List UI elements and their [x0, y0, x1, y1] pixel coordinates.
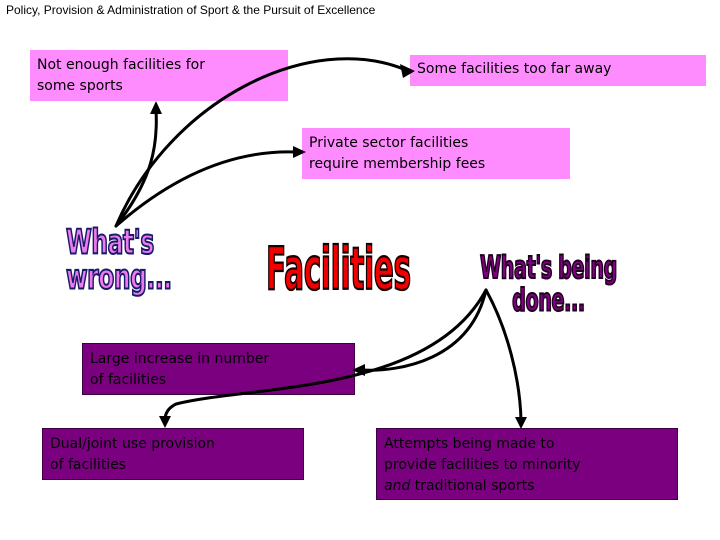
arrowhead-too-far — [400, 64, 415, 78]
problem-too-far-away: Some facilities too far away — [410, 55, 706, 86]
arrow-to-too-far — [114, 57, 408, 228]
problem-not-enough-facilities: Not enough facilities for some sports — [30, 50, 288, 101]
action-large-increase-line-2: of facilities — [90, 372, 167, 388]
heading-whats-wrong-line-1: What's — [65, 223, 155, 263]
heading-whats-wrong-line-2: wrong... — [65, 258, 173, 298]
arrow-to-large-increase — [360, 288, 488, 372]
heading-whats-being-done: What's being done... — [479, 249, 618, 319]
problem-not-enough-line-2: some sports — [37, 78, 123, 94]
action-dual-joint-use: Dual/joint use provision of facilities — [42, 428, 304, 480]
action-minority-line-1: Attempts being made to — [384, 436, 555, 452]
heading-being-done-line-1: What's being — [479, 249, 618, 286]
arrow-to-membership — [114, 150, 298, 228]
arrow-to-dual-use — [163, 288, 488, 422]
header-title: Policy, Provision & Administration of Sp… — [6, 3, 376, 17]
problem-not-enough-line-1: Not enough facilities for — [37, 57, 205, 73]
action-minority-rest: traditional sports — [410, 478, 535, 494]
action-minority-sports: Attempts being made to provide facilitie… — [376, 428, 678, 500]
problem-membership-line-2: require membership fees — [309, 156, 486, 172]
problem-membership-fees: Private sector facilities require member… — [302, 128, 570, 179]
action-large-increase-line-1: Large increase in number — [90, 351, 270, 367]
action-large-increase: Large increase in number of facilities — [82, 343, 355, 395]
heading-whats-wrong: What's wrong... — [65, 223, 173, 298]
arrow-to-minority — [484, 288, 523, 422]
action-dual-use-line-2: of facilities — [50, 457, 127, 473]
problem-too-far-text: Some facilities too far away — [417, 61, 612, 77]
heading-facilities: Facilities — [265, 235, 411, 304]
arrowhead-membership — [293, 146, 306, 158]
arrowhead-minority — [515, 417, 527, 429]
action-minority-line-3: and traditional sports — [384, 476, 670, 497]
action-minority-line-2: provide facilities to minority — [384, 457, 581, 473]
heading-being-done-line-2: done... — [511, 281, 585, 319]
action-minority-and: and — [384, 478, 411, 494]
arrowhead-not-enough — [150, 101, 162, 114]
arrow-to-not-enough — [114, 108, 158, 228]
arrowhead-dual-use — [159, 416, 171, 428]
arrowhead-large-increase — [352, 364, 365, 376]
action-dual-use-line-1: Dual/joint use provision — [50, 436, 215, 452]
problem-membership-line-1: Private sector facilities — [309, 135, 469, 151]
